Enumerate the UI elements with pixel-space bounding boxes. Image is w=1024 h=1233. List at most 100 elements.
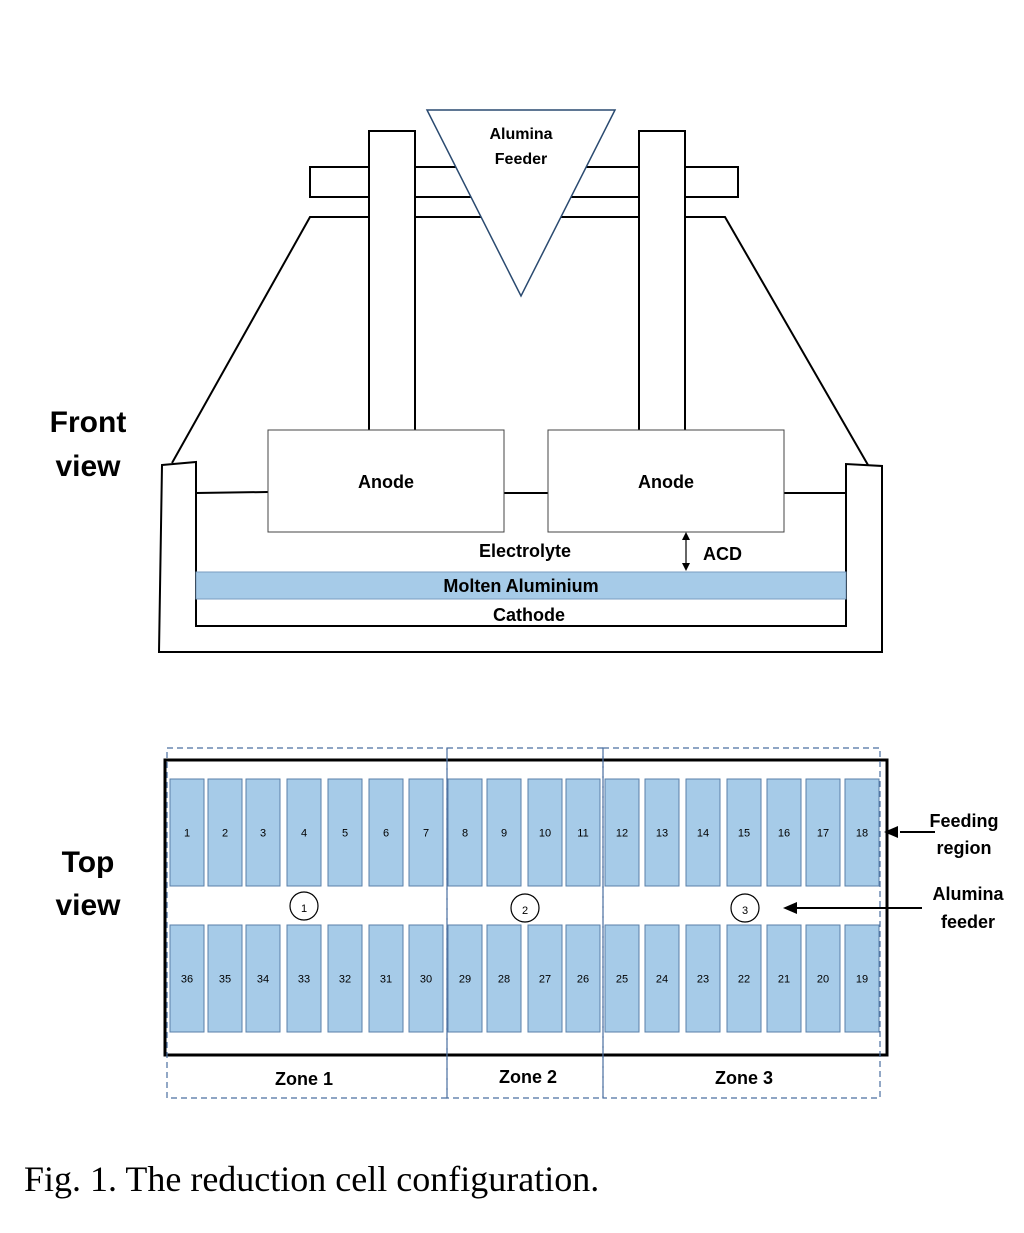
anode-cell-18 bbox=[844, 778, 880, 887]
zone-3-box bbox=[602, 747, 881, 1099]
anode-cell-label-35: 35 bbox=[219, 974, 231, 986]
anode-cell-13 bbox=[644, 778, 680, 887]
anode-cell-15 bbox=[726, 778, 762, 887]
anode-cell-9 bbox=[486, 778, 522, 887]
top-view-title-line1: Top bbox=[62, 846, 115, 879]
anode-cell-label-17: 17 bbox=[817, 828, 829, 840]
feeder-1-label: 1 bbox=[301, 903, 307, 915]
anode-cell-label-23: 23 bbox=[697, 974, 709, 986]
anode-cell-label-34: 34 bbox=[257, 974, 269, 986]
acd-label: ACD bbox=[703, 544, 742, 564]
anode-cell-7 bbox=[408, 778, 444, 887]
anode-cell-label-21: 21 bbox=[778, 974, 790, 986]
anode-cell-19 bbox=[844, 924, 880, 1033]
feeding-region-label-line2: region bbox=[936, 838, 991, 858]
zone-3-label: Zone 3 bbox=[715, 1068, 773, 1088]
anode-cell-label-26: 26 bbox=[577, 974, 589, 986]
zone-1-label: Zone 1 bbox=[275, 1069, 333, 1089]
anode-cell-label-11: 11 bbox=[577, 828, 588, 840]
anode-cell-2 bbox=[207, 778, 243, 887]
anode-cell-label-8: 8 bbox=[462, 828, 468, 840]
anode-cell-29 bbox=[447, 924, 483, 1033]
front-view-title-line2: view bbox=[55, 450, 121, 483]
electrolyte-label: Electrolyte bbox=[479, 541, 571, 561]
acd-arrow-head-up bbox=[682, 532, 690, 540]
alumina-feeder-label-line1: Alumina bbox=[932, 884, 1004, 904]
anode-cell-label-16: 16 bbox=[778, 828, 790, 840]
alumina-feeder-triangle bbox=[425, 109, 617, 298]
anode-cell-label-24: 24 bbox=[656, 974, 668, 986]
anode-rod-right bbox=[638, 130, 686, 432]
anode-cell-label-22: 22 bbox=[738, 974, 750, 986]
anode-cell-label-7: 7 bbox=[423, 828, 429, 840]
anode-cell-label-14: 14 bbox=[697, 828, 709, 840]
anode-cell-26 bbox=[565, 924, 601, 1033]
anode-cell-22 bbox=[726, 924, 762, 1033]
anode-cell-16 bbox=[766, 778, 802, 887]
anode-cell-label-31: 31 bbox=[380, 974, 392, 986]
anode-cell-10 bbox=[527, 778, 563, 887]
anode-cell-label-30: 30 bbox=[420, 974, 432, 986]
feeder-1-circle bbox=[289, 891, 319, 921]
anode-cell-14 bbox=[685, 778, 721, 887]
anode-cell-4 bbox=[286, 778, 322, 887]
anode-cell-21 bbox=[766, 924, 802, 1033]
anode-cell-label-33: 33 bbox=[298, 974, 310, 986]
anode-cell-label-18: 18 bbox=[856, 828, 868, 840]
feeder-label-line1: Alumina bbox=[489, 126, 552, 143]
anode-cell-30 bbox=[408, 924, 444, 1033]
acd-arrow-head-down bbox=[682, 563, 690, 571]
anode-cell-28 bbox=[486, 924, 522, 1033]
anode-cell-5 bbox=[327, 778, 363, 887]
figure-caption: Fig. 1. The reduction cell configuration… bbox=[24, 1159, 600, 1199]
anode-cell-8 bbox=[447, 778, 483, 887]
zone-1-box bbox=[166, 747, 448, 1099]
feeder-3-circle bbox=[730, 893, 760, 923]
anode-cell-label-10: 10 bbox=[539, 828, 551, 840]
alumina-feeder-label-line2: feeder bbox=[941, 912, 995, 932]
feeder-2-circle bbox=[510, 893, 540, 923]
anode-cell-34 bbox=[245, 924, 281, 1033]
anode-cell-label-20: 20 bbox=[817, 974, 829, 986]
anode-cell-23 bbox=[685, 924, 721, 1033]
anode-cell-label-36: 36 bbox=[181, 974, 193, 986]
anode-cell-36 bbox=[169, 924, 205, 1033]
cathode-label: Cathode bbox=[493, 605, 565, 625]
zone-2-label: Zone 2 bbox=[499, 1067, 557, 1087]
zone-2-box bbox=[446, 747, 604, 1099]
anode-cell-6 bbox=[368, 778, 404, 887]
anode-cell-1 bbox=[169, 778, 205, 887]
feeding-region-label-line1: Feeding bbox=[929, 811, 998, 831]
feeder-3-label: 3 bbox=[742, 905, 748, 917]
anode-cell-label-32: 32 bbox=[339, 974, 351, 986]
anode-cell-33 bbox=[286, 924, 322, 1033]
anode-rod-left bbox=[368, 130, 416, 432]
anode-cell-label-15: 15 bbox=[738, 828, 750, 840]
anode-cell-label-29: 29 bbox=[459, 974, 471, 986]
anode-cell-label-5: 5 bbox=[342, 828, 348, 840]
anode-cell-label-4: 4 bbox=[301, 828, 307, 840]
anode-cell-32 bbox=[327, 924, 363, 1033]
anode-cell-20 bbox=[805, 924, 841, 1033]
anode-cell-label-2: 2 bbox=[222, 828, 228, 840]
feeder-2-label: 2 bbox=[522, 905, 528, 917]
anode-cell-31 bbox=[368, 924, 404, 1033]
anode-cell-17 bbox=[805, 778, 841, 887]
anode-cell-label-19: 19 bbox=[856, 974, 868, 986]
anode-cell-label-27: 27 bbox=[539, 974, 551, 986]
feeding-region-arrow-head bbox=[884, 826, 898, 838]
anode-cell-27 bbox=[527, 924, 563, 1033]
front-view-title-line1: Front bbox=[50, 406, 127, 439]
anode-cell-label-13: 13 bbox=[656, 828, 668, 840]
anode-cell-label-6: 6 bbox=[383, 828, 389, 840]
anode-left-label: Anode bbox=[358, 472, 414, 492]
anode-right-label: Anode bbox=[638, 472, 694, 492]
molten-aluminium-layer bbox=[195, 571, 847, 600]
anode-cell-label-1: 1 bbox=[184, 828, 190, 840]
anode-cell-11 bbox=[565, 778, 601, 887]
front-view: Front view Alumina Feeder Anode Anode El… bbox=[50, 109, 883, 653]
anode-cell-label-3: 3 bbox=[260, 828, 266, 840]
molten-aluminium-label: Molten Aluminium bbox=[443, 576, 598, 596]
